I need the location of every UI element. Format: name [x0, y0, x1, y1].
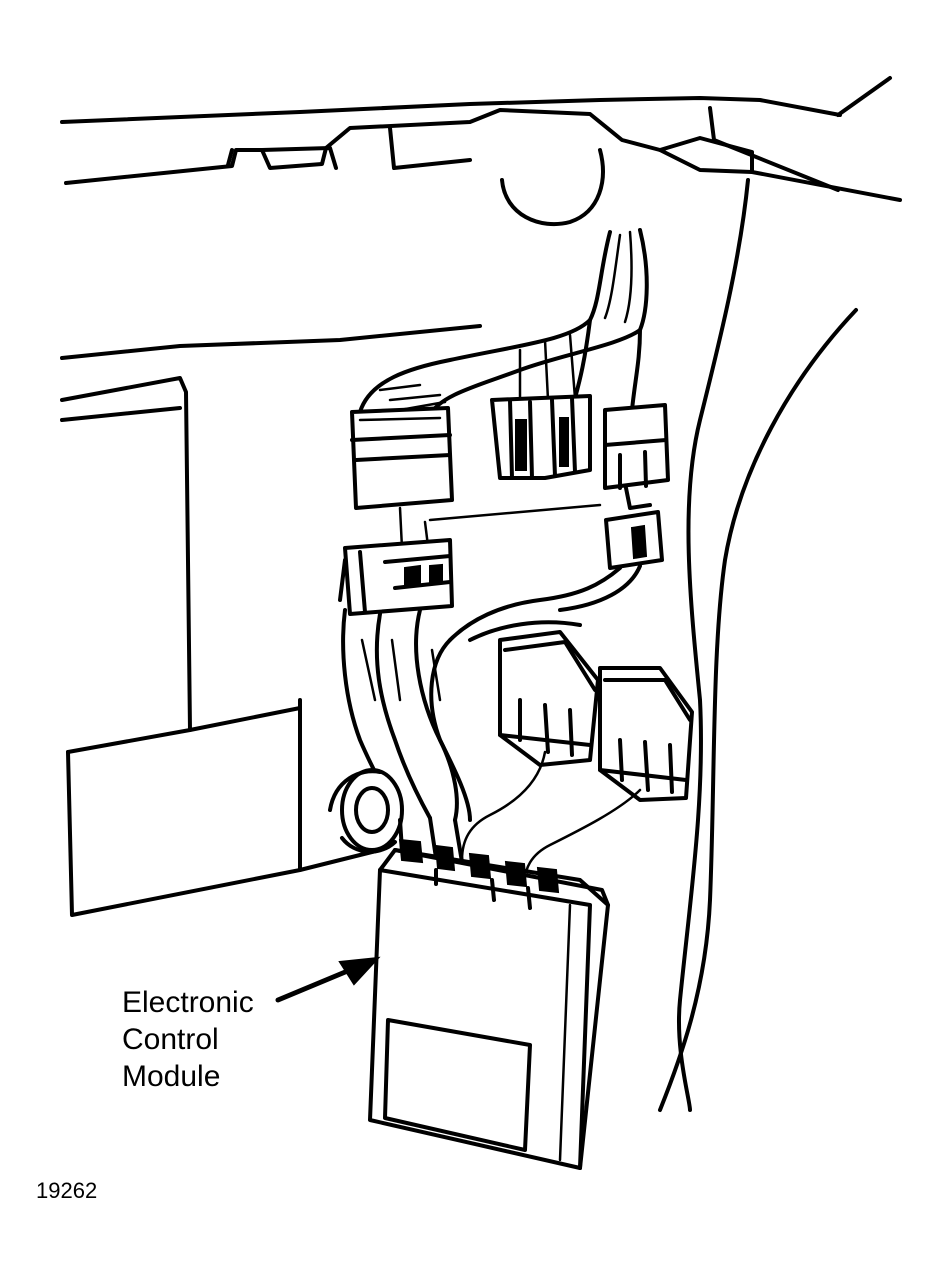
connector-upper-right	[603, 403, 670, 510]
callout-line-3: Module	[122, 1060, 221, 1093]
ecm-module	[368, 838, 610, 1170]
kick-panel	[658, 178, 858, 1112]
connector-upper-left	[350, 406, 454, 510]
dashboard-top-edge	[60, 76, 902, 202]
figure-number: 19262	[36, 1178, 98, 1203]
connector-lower-right-b	[598, 666, 694, 802]
upper-harness	[358, 228, 649, 417]
connector-right-side	[448, 510, 664, 642]
callout-line-2: Control	[122, 1023, 219, 1056]
callout-line-1: Electronic	[122, 986, 254, 1019]
connector-middle-left	[338, 538, 454, 616]
lower-dash-panel	[60, 324, 482, 917]
callout-label-ecm: Electronic Control Module	[122, 984, 254, 1095]
connector-lower-right-a	[498, 630, 600, 767]
callout-arrow	[275, 956, 381, 1003]
dash-opening	[500, 148, 605, 227]
ecm-wires	[398, 750, 642, 882]
harness-grommet	[328, 768, 404, 854]
connector-upper-middle	[490, 394, 592, 480]
